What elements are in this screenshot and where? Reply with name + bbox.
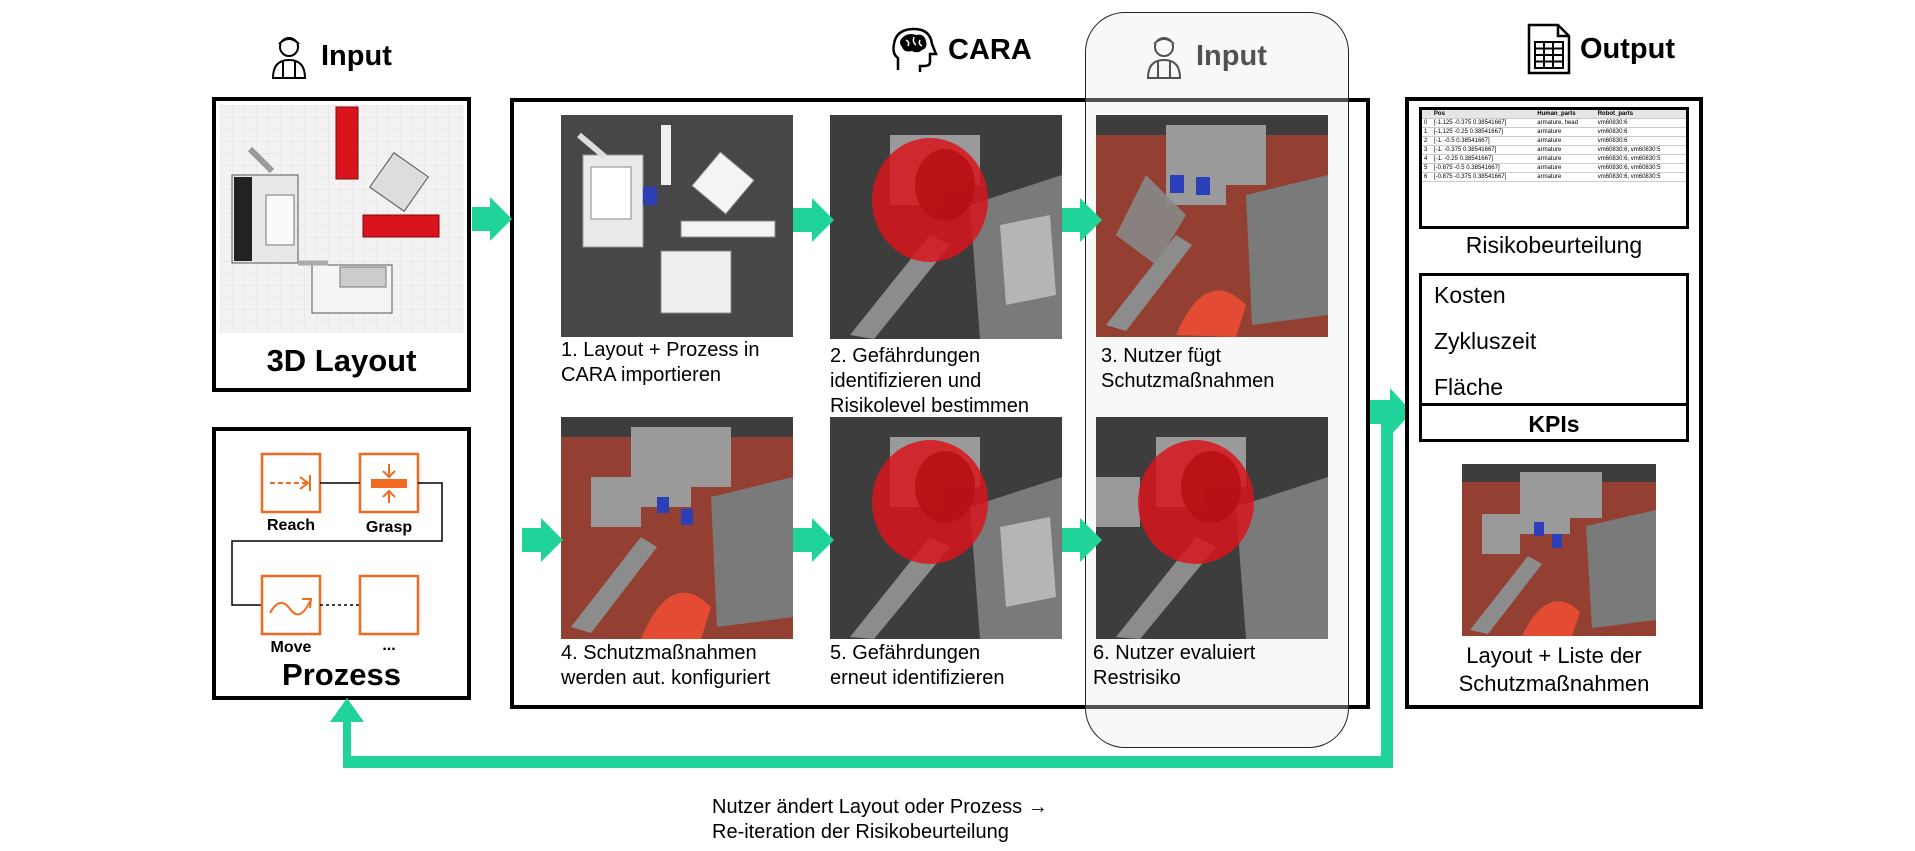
table-cell: 5 [1422,163,1432,173]
table-cell: armature [1535,136,1596,146]
table-cell: armature, head [1535,118,1596,128]
cara-header: CARA [888,24,1032,76]
table-row: 2 [-1. -0.5 0.38541667] armature vm60830… [1422,136,1686,146]
risk-table-frame: Pos Human_parts Robot_parts 0 [-1.125 -0… [1419,107,1689,229]
next-step-block [358,574,420,636]
arrow-feedback-loop [330,410,1393,768]
step-5-caption: 5. Gefährdungen erneut identifizieren [830,642,1005,689]
risk-table-header: Human_parts [1535,110,1596,119]
process-flow-diagram [231,452,443,636]
feedback-loop-text: Nutzer ändert Layout oder Prozess → Re-i… [712,796,1048,843]
output-header: Output [1526,22,1675,76]
arrow-layout-to-cara [472,197,512,241]
table-cell: 6 [1422,172,1432,182]
step-4-image [561,417,793,639]
input-header-mid: Input [1140,32,1267,80]
worker-icon [271,37,307,79]
worker-icon [1146,37,1182,79]
table-cell: 1 [1422,127,1432,137]
kpi-box: Kosten Zykluszeit Fläche KPIs [1419,273,1689,442]
arrow-step4-to-step5 [793,518,834,562]
step-2-image [830,115,1062,339]
risk-table: Pos Human_parts Robot_parts 0 [-1.125 -0… [1422,110,1686,182]
table-cell: [-0.875 -0.375 0.38541667] [1431,172,1536,182]
table-cell: vm60830:6, vm60830:5 [1595,163,1686,173]
result-label: Layout + Liste der Schutzmaßnahmen [1458,643,1650,696]
process-title: Prozess [282,657,401,692]
risk-assessment-label: Risikobeurteilung [1465,232,1643,258]
table-cell: [-1. -0.5 0.38541667] [1431,136,1536,146]
arrow-step5-to-step6 [1062,518,1102,562]
step-6-image [1096,417,1328,639]
table-cell: 3 [1422,145,1432,155]
step-4-caption: 4. Schutzmaßnahmen werden aut. konfiguri… [561,642,771,689]
table-cell: vm60830:6, vm60830:5 [1595,145,1686,155]
table-row: 3 [-1. -0.375 0.38541667] armature vm608… [1422,145,1686,155]
process-step-label: Reach [266,517,316,534]
arrow-step2-to-step3 [1062,198,1102,242]
table-cell: vm60830:6, vm60830:5 [1595,154,1686,164]
layout-title: 3D Layout [266,343,417,378]
risk-table-header-row: Pos Human_parts Robot_parts [1422,110,1686,119]
table-cell: armature [1535,163,1596,173]
table-cell: [-1.125 -0.25 0.38541667] [1431,127,1536,137]
kpi-label: KPIs [1422,403,1686,442]
process-step-label: ... [382,637,396,654]
table-cell: armature [1535,154,1596,164]
step-5-image [830,417,1062,639]
table-row: 4 [-1. -0.25 0.38541667] armature vm6083… [1422,154,1686,164]
input-header-left-label: Input [321,39,392,72]
result-layout-image [1462,464,1656,636]
table-cell: vm60830:6 [1595,136,1686,146]
table-cell: [-0.875 -0.5 0.38541667] [1431,163,1536,173]
table-row: 5 [-0.875 -0.5 0.38541667] armature vm60… [1422,163,1686,173]
step-1-caption: 1. Layout + Prozess in CARA importieren [561,339,760,386]
spreadsheet-document-icon [1527,23,1571,75]
table-cell: 2 [1422,136,1432,146]
table-cell: 4 [1422,154,1432,164]
output-header-label: Output [1580,32,1676,65]
input-header-left: Input [265,32,392,80]
risk-table-header: Robot_parts [1595,110,1686,119]
table-cell: armature [1535,127,1596,137]
brain-head-icon [892,27,938,72]
layout-3d-image [220,105,464,333]
table-cell: 0 [1422,118,1432,128]
table-cell: [-1. -0.25 0.38541667] [1431,154,1536,164]
cara-header-label: CARA [948,33,1032,66]
risk-table-header [1422,110,1432,119]
table-cell: armature [1535,172,1596,182]
step-3-image [1096,115,1328,337]
table-row: 1 [-1.125 -0.25 0.38541667] armature vm6… [1422,127,1686,137]
table-row: 6 [-0.875 -0.375 0.38541667] armature vm… [1422,172,1686,182]
table-cell: vm60830:6 [1595,127,1686,137]
step-1-image [561,115,793,337]
arrow-step1-to-step2 [793,198,834,242]
input-header-mid-label: Input [1196,39,1267,72]
table-cell: armature [1535,145,1596,155]
kpi-cost: Kosten [1434,282,1506,308]
step-2-caption: 2. Gefährdungen identifizieren und Risik… [830,345,1029,417]
table-row: 0 [-1.125 -0.375 0.38541667] armature, h… [1422,118,1686,128]
output-panel: Pos Human_parts Robot_parts 0 [-1.125 -0… [1405,97,1703,709]
process-step-label: Move [270,639,312,656]
kpi-cycle-time: Zykluszeit [1434,328,1537,354]
table-cell: [-1. -0.375 0.38541667] [1431,145,1536,155]
kpi-area: Fläche [1434,374,1504,400]
arrow-into-step4 [522,518,563,562]
table-cell: [-1.125 -0.375 0.38541667] [1431,118,1536,128]
layout-panel: 3D Layout [212,97,471,392]
table-cell: vm60830:6, vm60830:5 [1595,172,1686,182]
table-cell: vm60830:6 [1595,118,1686,128]
step-3-caption: 3. Nutzer fügt Schutzmaßnahmen [1101,345,1275,392]
risk-table-header: Pos [1431,110,1536,119]
process-step-label: Grasp [365,519,413,536]
process-panel: Reach Grasp Move ... Prozess [212,427,471,700]
step-6-caption: 6. Nutzer evaluiert Restrisiko [1093,642,1256,689]
